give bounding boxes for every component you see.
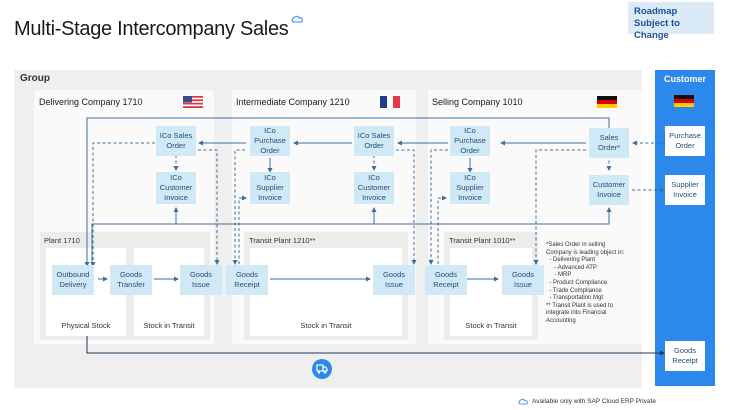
- step-label: Goods Issue: [189, 270, 213, 289]
- step-label: Outbound Delivery: [56, 270, 90, 289]
- ico-supplier-invoice-1210[interactable]: ICo Supplier Invoice: [250, 172, 290, 204]
- customer-column: [655, 70, 715, 386]
- plant-1710-label: Plant 1710: [44, 236, 80, 245]
- step-label: Goods Issue: [382, 270, 406, 289]
- footnote: *Sales Order in selling Company is leadi…: [546, 242, 625, 324]
- doc-label: Customer Invoice: [592, 180, 626, 199]
- ico-sales-order-1710[interactable]: ICo Sales Order: [156, 126, 196, 156]
- doc-label: Sales Order*: [597, 133, 621, 152]
- doc-label: Supplier Invoice: [671, 180, 699, 199]
- ico-sales-order-1210[interactable]: ICo Sales Order: [354, 126, 394, 156]
- truck-icon: [312, 359, 332, 379]
- sales-order-1010[interactable]: Sales Order*: [589, 128, 629, 158]
- ico-customer-invoice-1710[interactable]: ICo Customer Invoice: [156, 172, 196, 204]
- goods-issue-step-1210[interactable]: Goods Issue: [373, 265, 415, 295]
- customer-invoice-1010[interactable]: Customer Invoice: [589, 175, 629, 205]
- ico-purchase-order-1010[interactable]: ICo Purchase Order: [450, 126, 490, 156]
- doc-label: ICo Sales Order: [357, 131, 391, 150]
- germany-flag-icon: [674, 95, 694, 107]
- physical-stock-label: Physical Stock: [61, 321, 111, 330]
- doc-label: Goods Receipt: [672, 346, 698, 365]
- page-title: Multi-Stage Intercompany Sales: [14, 18, 289, 40]
- customer-title: Customer: [663, 74, 706, 84]
- doc-label: ICo Purchase Order: [254, 126, 286, 155]
- ico-purchase-order-1210[interactable]: ICo Purchase Order: [250, 126, 290, 156]
- step-label: Goods Receipt: [234, 270, 260, 289]
- doc-label: ICo Sales Order: [159, 131, 193, 150]
- customer-supplier-invoice[interactable]: Supplier Invoice: [665, 175, 705, 205]
- cloud-private-icon: [291, 15, 303, 23]
- roadmap-badge: Roadmap Subject to Change: [628, 2, 714, 41]
- doc-label: ICo Purchase Order: [454, 126, 486, 155]
- doc-label: Purchase Order: [669, 131, 701, 150]
- goods-receipt-step-1210[interactable]: Goods Receipt: [226, 265, 268, 295]
- step-label: Goods Transfer: [117, 270, 145, 289]
- stock-in-transit-label-1710: Stock in Transit: [143, 321, 195, 330]
- doc-label: ICo Supplier Invoice: [456, 173, 484, 202]
- france-flag-icon: [380, 96, 400, 108]
- stock-in-transit-label-1010: Stock in Transit: [465, 321, 517, 330]
- goods-issue-step-1710[interactable]: Goods Issue: [180, 265, 222, 295]
- transit-plant-1010-label: Transit Plant 1010**: [449, 236, 516, 245]
- company-title-1710: Delivering Company 1710: [39, 97, 143, 107]
- transit-plant-1210-label: Transit Plant 1210**: [249, 236, 316, 245]
- customer-goods-receipt[interactable]: Goods Receipt: [665, 341, 705, 371]
- goods-transfer-step[interactable]: Goods Transfer: [110, 265, 152, 295]
- doc-label: ICo Supplier Invoice: [256, 173, 284, 202]
- goods-issue-step-1010[interactable]: Goods Issue: [502, 265, 544, 295]
- step-label: Goods Receipt: [433, 270, 459, 289]
- stock-in-transit-label-1210: Stock in Transit: [300, 321, 352, 330]
- company-title-1210: Intermediate Company 1210: [236, 97, 350, 107]
- step-label: Goods Issue: [511, 270, 535, 289]
- doc-label: ICo Customer Invoice: [357, 173, 391, 202]
- outbound-delivery-step[interactable]: Outbound Delivery: [52, 265, 94, 295]
- germany-flag-icon: [597, 96, 617, 108]
- ico-customer-invoice-1210[interactable]: ICo Customer Invoice: [354, 172, 394, 204]
- us-flag-icon: [183, 96, 203, 108]
- customer-purchase-order[interactable]: Purchase Order: [665, 126, 705, 156]
- availability-note: Available only with SAP Cloud ERP Privat…: [532, 398, 656, 405]
- ico-supplier-invoice-1010[interactable]: ICo Supplier Invoice: [450, 172, 490, 204]
- doc-label: ICo Customer Invoice: [159, 173, 193, 202]
- cloud-private-icon: [518, 398, 528, 405]
- company-title-1010: Selling Company 1010: [432, 97, 523, 107]
- group-label: Group: [20, 73, 50, 84]
- goods-receipt-step-1010[interactable]: Goods Receipt: [425, 265, 467, 295]
